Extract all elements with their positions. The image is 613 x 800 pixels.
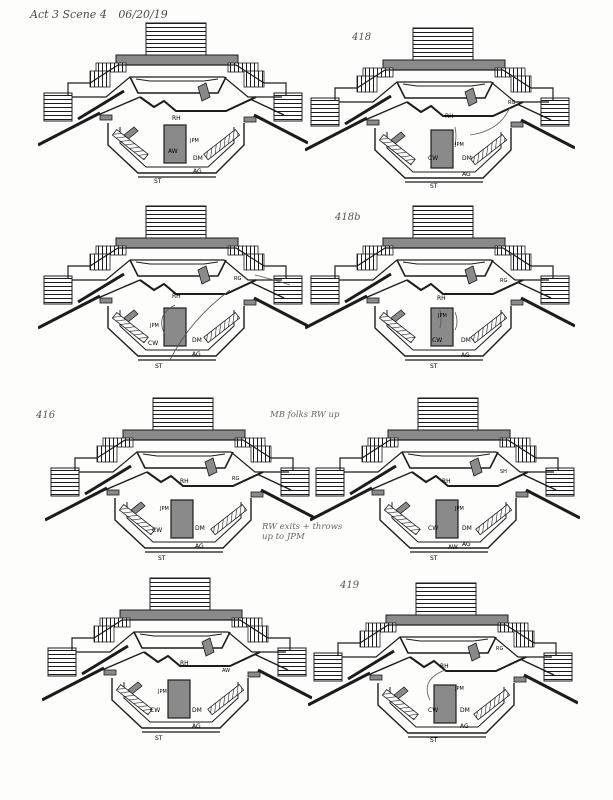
exits-note: RW exits + throws up to JPM <box>262 522 343 542</box>
label-jpm: JPM <box>454 506 464 512</box>
label-rh: RH <box>172 115 181 122</box>
label-dm: DM <box>193 155 203 162</box>
move-arrow <box>161 304 176 336</box>
label-aw: AW <box>168 148 178 155</box>
move-arrow <box>454 311 458 331</box>
stage-diagram-5 <box>45 396 315 554</box>
label-jpm: JPM <box>454 686 464 692</box>
label-rh: RH <box>445 113 454 120</box>
label-st: ST <box>158 555 166 562</box>
stage-diagram-3 <box>38 204 308 362</box>
label-ag: AG <box>195 543 204 550</box>
move-arrow <box>469 106 511 136</box>
label-ag: AG <box>460 723 469 730</box>
cue-number-419: 419 <box>340 580 360 591</box>
label-rh: RH <box>440 663 449 670</box>
label-ag: AG <box>462 171 471 178</box>
label-dm: DM <box>460 707 470 714</box>
stage-diagram-8 <box>308 581 578 739</box>
label-rg: RG <box>232 476 239 482</box>
date-label: 06/20/19 <box>118 8 168 21</box>
label-jpm: JPM <box>189 138 199 144</box>
label-rg: RG <box>508 100 515 106</box>
label-st: ST <box>154 178 162 185</box>
label-rh: RH <box>180 660 189 667</box>
label-rh: RH <box>437 295 446 302</box>
stage-diagram-6 <box>310 396 580 554</box>
label-rg: RG <box>500 278 507 284</box>
label-jpm: JPM <box>157 689 167 695</box>
label-rg: RG <box>496 646 503 652</box>
label-ag: AG <box>192 723 201 730</box>
label-jpm: JPM <box>454 142 464 148</box>
label-jpm: JPM <box>149 323 159 329</box>
label-rg: RG <box>234 276 241 282</box>
move-arrow <box>426 669 446 701</box>
label-cw: CW <box>428 155 438 162</box>
label-jpm: JPM <box>159 506 169 512</box>
label-rh: RH <box>180 478 189 485</box>
label-st: ST <box>430 737 438 744</box>
stage-diagram-7 <box>42 576 312 734</box>
label-st: ST <box>430 555 438 562</box>
label-dm: DM <box>192 707 202 714</box>
label-dm: DM <box>192 337 202 344</box>
act-scene-label: Act 3 Scene 4 <box>30 8 107 21</box>
label-st: ST <box>155 735 163 742</box>
label-cw: CW <box>428 525 438 532</box>
label-cw: CW <box>428 707 438 714</box>
label-cw: CW <box>152 527 162 534</box>
label-sh: SH <box>500 469 507 475</box>
label-dm: DM <box>195 525 205 532</box>
label-cw: CW <box>148 340 158 347</box>
cue-number-418b: 418b <box>335 212 361 223</box>
move-arrow <box>454 126 457 146</box>
scene-header: Act 3 Scene 4 06/20/19 <box>30 8 176 21</box>
label-cw: CW <box>150 707 160 714</box>
move-arrow <box>439 309 442 329</box>
label-aw: AW <box>448 544 458 551</box>
label-st: ST <box>430 183 438 190</box>
label-dm: DM <box>461 337 471 344</box>
stage-diagram-2 <box>305 26 575 184</box>
moves-note: MB folks RW up <box>270 410 340 420</box>
label-st: ST <box>430 363 438 370</box>
label-dm: DM <box>462 155 472 162</box>
label-ag: AG <box>461 352 470 359</box>
label-cw: CW <box>432 337 442 344</box>
move-arrow <box>254 274 291 286</box>
cue-number-418: 418 <box>352 32 372 43</box>
label-aw: AW <box>222 668 230 674</box>
move-arrow <box>169 289 231 361</box>
label-st: ST <box>155 363 163 370</box>
label-rh: RH <box>442 478 451 485</box>
label-jpm: JPM <box>437 313 447 319</box>
label-ag: AG <box>192 351 201 358</box>
label-ag: AG <box>193 168 202 175</box>
label-rh: RH <box>172 293 181 300</box>
cue-number-416: 416 <box>36 410 56 421</box>
label-ag: AG <box>462 541 471 548</box>
label-dm: DM <box>462 525 472 532</box>
